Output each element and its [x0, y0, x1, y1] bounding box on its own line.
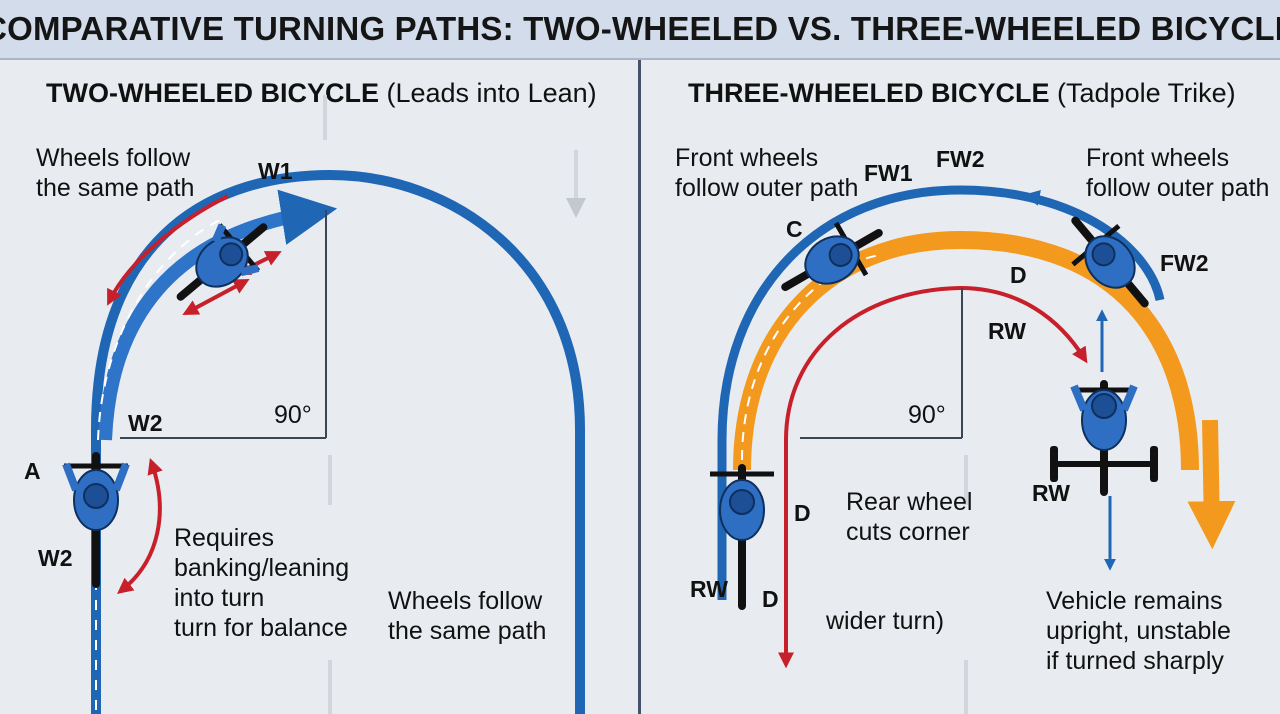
note-line: Rear wheel	[846, 488, 973, 516]
note-line: the same path	[36, 174, 195, 202]
note-line: banking/leaning	[174, 554, 350, 582]
left-angle-marker	[120, 210, 327, 439]
note-same-path-top: Wheels follow the same path	[36, 143, 194, 203]
note-wider-turn: wider turn)	[826, 607, 945, 635]
note-same-path-bottom: Wheels follow the same path	[388, 586, 546, 646]
right-angle-marker	[800, 288, 963, 439]
tag-w2-low: W2	[38, 545, 73, 571]
tag-w2-mid: W2	[128, 410, 163, 436]
tag-d-top: D	[1010, 262, 1027, 288]
note-line: Wheels follow	[36, 144, 191, 172]
note-front-right: Front wheels follow outer path	[1086, 143, 1269, 203]
tag-fw2-top: FW2	[936, 146, 985, 172]
cyclist-top-view-icon	[62, 452, 130, 588]
note-front-left: Front wheels follow outer path	[675, 143, 858, 203]
note-line: turn for balance	[174, 614, 348, 642]
tag-d-bottom: D	[762, 586, 779, 612]
left-angle-label: 90°	[274, 401, 312, 429]
note-line: follow outer path	[1086, 174, 1270, 202]
note-line: Requires	[174, 524, 275, 552]
note-line: cuts corner	[846, 518, 970, 546]
tag-rw-top: RW	[988, 318, 1026, 344]
tag-fw2-right: FW2	[1160, 250, 1209, 276]
right-angle-label: 90°	[908, 401, 946, 429]
tag-rw-right: RW	[1032, 480, 1070, 506]
cyclist-top-view-icon	[1071, 216, 1149, 308]
tag-rw-bottom: RW	[690, 576, 728, 602]
diagram-title: COMPARATIVE TURNING PATHS: TWO-WHEELED V…	[0, 10, 1280, 47]
note-line: if turned sharply	[1046, 647, 1224, 675]
tadpole-trike-top-view-icon	[1050, 380, 1158, 496]
cyclist-top-view-icon	[710, 464, 774, 610]
right-heading-rest: (Tadpole Trike)	[1057, 78, 1236, 108]
right-heading-bold: THREE-WHEELED BICYCLE	[688, 78, 1050, 108]
note-rear-cut: Rear wheel cuts corner	[846, 487, 972, 547]
note-line: Wheels follow	[388, 587, 543, 615]
note-line: Front wheels	[675, 144, 819, 172]
right-orange-path	[733, 230, 1236, 550]
note-upright: Vehicle remains upright, unstable if tur…	[1046, 586, 1231, 676]
tag-d-mid: D	[794, 500, 811, 526]
cyclist-top-view-icon	[176, 223, 268, 301]
note-line: Vehicle remains	[1046, 587, 1223, 615]
tag-w1: W1	[258, 158, 293, 184]
right-panel-heading: THREE-WHEELED BICYCLE (Tadpole Trike)	[688, 78, 1236, 109]
tag-a: A	[24, 458, 41, 484]
note-line: follow outer path	[675, 174, 859, 202]
tag-fw1: FW1	[864, 160, 913, 186]
right-outer-blue-path	[717, 185, 1165, 600]
cyclist-top-view-icon	[781, 221, 883, 291]
panel-divider	[638, 60, 641, 714]
right-blue-vertical-arrow	[1096, 309, 1116, 571]
right-rear-red-path	[778, 285, 1088, 669]
left-panel-heading: TWO-WHEELED BICYCLE (Leads into Lean)	[46, 78, 597, 109]
note-line: upright, unstable	[1046, 617, 1231, 645]
left-heading-rest: (Leads into Lean)	[386, 78, 597, 108]
note-banking: Requires banking/leaning into turn turn …	[174, 523, 349, 643]
note-line: into turn	[174, 584, 265, 612]
note-line: the same path	[388, 617, 547, 645]
note-line: Front wheels	[1086, 144, 1230, 172]
title-bar: COMPARATIVE TURNING PATHS: TWO-WHEELED V…	[0, 0, 1280, 60]
tag-c: C	[786, 216, 803, 242]
